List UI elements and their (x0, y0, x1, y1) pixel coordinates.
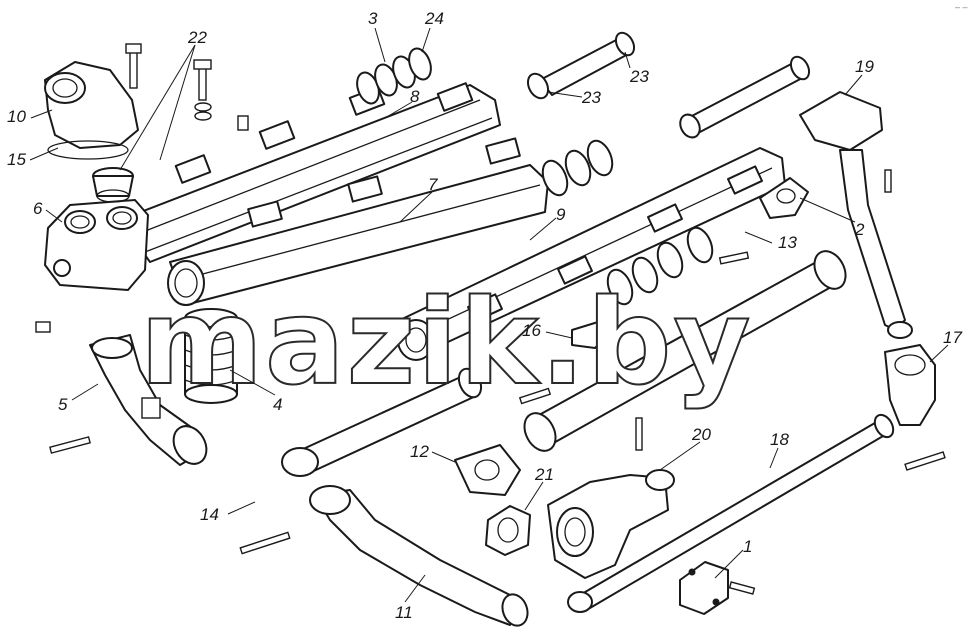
crossover-pipe-11-14 (281, 367, 529, 627)
callout-11: 11 (395, 603, 413, 622)
gasket-21 (485, 505, 531, 556)
callout-17: 17 (943, 328, 962, 347)
callout-19: 19 (855, 57, 874, 76)
manifold-lower (397, 147, 786, 361)
callout-23-lower: 23 (581, 88, 601, 107)
callout-6: 6 (33, 199, 43, 218)
callout-21: 21 (534, 465, 554, 484)
pipes-23 (526, 31, 811, 139)
callout-7: 7 (428, 175, 438, 194)
manifold-middle (167, 137, 549, 306)
callout-8: 8 (410, 87, 420, 106)
long-pipe-12 (454, 250, 847, 496)
leader-lines (29, 27, 949, 603)
callout-15: 15 (7, 150, 26, 169)
callout-13: 13 (778, 233, 797, 252)
callout-labels: 1 2 3 4 5 6 7 8 9 10 11 12 13 14 15 16 1… (7, 9, 962, 622)
bolts-top-left (125, 43, 249, 131)
housing-20 (547, 469, 675, 579)
callout-18: 18 (770, 430, 789, 449)
seal-rings-3-24 (356, 47, 432, 105)
flex-hose-4 (184, 308, 238, 404)
thermostat-22 (92, 167, 134, 203)
callout-20: 20 (691, 425, 711, 444)
callout-12: 12 (410, 442, 429, 461)
seal-rings-9-13 (541, 139, 714, 306)
callout-14: 14 (200, 505, 219, 524)
callout-1: 1 (743, 537, 752, 556)
loose-bolts (35, 169, 946, 595)
callout-5: 5 (58, 395, 68, 414)
callout-4: 4 (273, 395, 282, 414)
flange-housing-6 (44, 199, 149, 291)
callout-3: 3 (368, 9, 378, 28)
callout-24: 24 (424, 9, 444, 28)
watermark-text: mazik.by (140, 273, 752, 411)
manifold-upper (119, 82, 501, 263)
callout-10: 10 (7, 107, 26, 126)
elbow-pipe-5 (89, 334, 208, 466)
riser-pipe-2-17-19 (759, 91, 936, 426)
pipe-18 (567, 413, 895, 613)
callout-16: 16 (522, 321, 541, 340)
corner-mark: – – (955, 2, 968, 12)
callout-22: 22 (187, 28, 207, 47)
elbow-housing-10 (44, 61, 139, 160)
clamp-16 (571, 321, 609, 349)
callout-23-upper: 23 (629, 67, 649, 86)
callout-2: 2 (854, 220, 865, 239)
callout-9: 9 (556, 205, 566, 224)
cover-plate-1 (679, 561, 729, 615)
